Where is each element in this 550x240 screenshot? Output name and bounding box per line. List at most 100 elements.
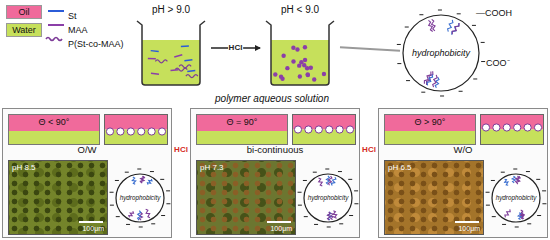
emulsion-type: O/W — [78, 145, 97, 156]
core-label: hydrophobicity — [412, 48, 470, 58]
polymer-chain — [505, 209, 510, 217]
beaker-drawing — [262, 20, 338, 86]
polymer-chain — [512, 176, 515, 183]
micelle-dot — [322, 72, 326, 76]
contact-angle: Θ > 90° — [415, 117, 446, 127]
adsorbed-particle — [514, 124, 521, 131]
polymer-chain — [129, 211, 134, 217]
beaker: pH < 9.0 — [262, 4, 338, 86]
copolymer-sample — [46, 38, 62, 41]
negative-charge — [438, 10, 442, 11]
negative-charge — [137, 169, 141, 170]
micelle-dot — [295, 47, 299, 51]
negative-charge — [397, 44, 401, 45]
interface-inset — [292, 114, 356, 145]
monomer — [181, 45, 189, 47]
micrograph: pH 8.5100μm — [8, 160, 108, 235]
negative-charge — [327, 226, 331, 227]
micrograph-label: pH 6.5 — [388, 163, 412, 172]
micelle-dot — [285, 66, 289, 70]
polymer-chain — [432, 19, 436, 31]
negative-charge — [110, 205, 114, 206]
negative-charge — [473, 78, 477, 79]
micelle-boundary — [492, 174, 540, 222]
beaker: pH > 9.0 — [133, 4, 209, 86]
adsorbed-particle — [117, 128, 124, 135]
stage-panel: W/OΘ > 90°pH 6.5100μmhydrophobicity — [378, 108, 548, 238]
oil-phase — [104, 114, 168, 130]
negative-charge — [166, 190, 170, 191]
st-sample — [48, 10, 64, 12]
edge-label: HCl — [173, 138, 189, 156]
negative-charge — [472, 25, 476, 26]
negative-charge — [502, 224, 506, 225]
polymer-chain — [520, 212, 523, 219]
negative-charge — [526, 171, 530, 172]
core-label: hydrophobicity — [496, 194, 537, 201]
negative-charge — [537, 215, 541, 216]
water-fill — [142, 40, 200, 85]
ph-label: pH < 9.0 — [281, 4, 319, 16]
negative-charge — [421, 92, 425, 93]
adsorbed-particle — [482, 124, 489, 131]
adsorbed-particle — [524, 124, 531, 131]
monomer — [171, 69, 179, 71]
legend-entry: P(St-co-MAA) — [68, 33, 124, 51]
micelle-dot — [305, 66, 309, 70]
negative-charge — [166, 203, 170, 204]
micelle-circle: hydrophobicity — [115, 173, 165, 223]
inset-frame — [481, 115, 544, 145]
copolymer-chain — [155, 60, 167, 63]
negative-charge — [304, 216, 308, 217]
negative-charge — [406, 80, 410, 81]
contact-angle: Θ = 90° — [227, 117, 258, 127]
edge-label-text: HCl — [228, 43, 244, 52]
micelle-dot — [309, 66, 313, 70]
interface-schematic: Θ = 90° — [196, 114, 288, 145]
emulsion-type: bi-continuous — [247, 145, 304, 156]
negative-charge — [536, 179, 540, 180]
beaker-outline — [266, 21, 334, 85]
monomer — [151, 73, 159, 74]
legend-text: Water — [12, 25, 36, 35]
micelle-dot — [303, 58, 307, 62]
micrograph-label: 100μm — [458, 225, 480, 233]
adsorbed-particle — [127, 128, 134, 135]
negative-charge — [348, 179, 352, 180]
negative-charge — [160, 179, 164, 180]
legend-entry: St — [68, 5, 77, 23]
edge-label: HCl — [361, 138, 377, 156]
negative-charge — [151, 223, 155, 224]
negative-charge — [125, 172, 129, 173]
polymer-chain — [505, 179, 509, 185]
polymer-chain — [140, 176, 143, 183]
negative-charge — [313, 172, 317, 173]
negative-charge — [298, 192, 302, 193]
legend-text: P(St-co-MAA) — [68, 39, 124, 49]
negative-charge — [139, 226, 143, 227]
negative-charge — [491, 180, 495, 181]
adsorbed-particle — [503, 124, 510, 131]
negative-charge — [515, 226, 519, 227]
micelle-dot — [281, 54, 285, 58]
negative-charge — [542, 190, 546, 191]
monomer — [151, 50, 159, 52]
polymer-chain — [452, 23, 459, 35]
adsorbed-particle — [148, 128, 155, 135]
annotation: COO⁻ — [486, 52, 510, 70]
polymer-chain — [428, 20, 432, 31]
negative-charge — [116, 216, 120, 217]
negative-charge — [492, 216, 496, 217]
negative-charge — [349, 215, 353, 216]
adsorbed-particle — [534, 124, 541, 131]
contact-angle: Θ < 90° — [39, 117, 70, 127]
water-fill — [271, 40, 329, 85]
adsorbed-particle — [106, 128, 113, 135]
annotation-text: —COOH — [476, 8, 512, 18]
legend-entry: Water — [6, 23, 42, 37]
negative-charge — [481, 42, 485, 43]
polymer-chain — [138, 211, 141, 220]
beaker-drawing — [133, 20, 209, 86]
polymer-chain — [327, 212, 330, 220]
legend-entry: MAA — [68, 19, 88, 37]
